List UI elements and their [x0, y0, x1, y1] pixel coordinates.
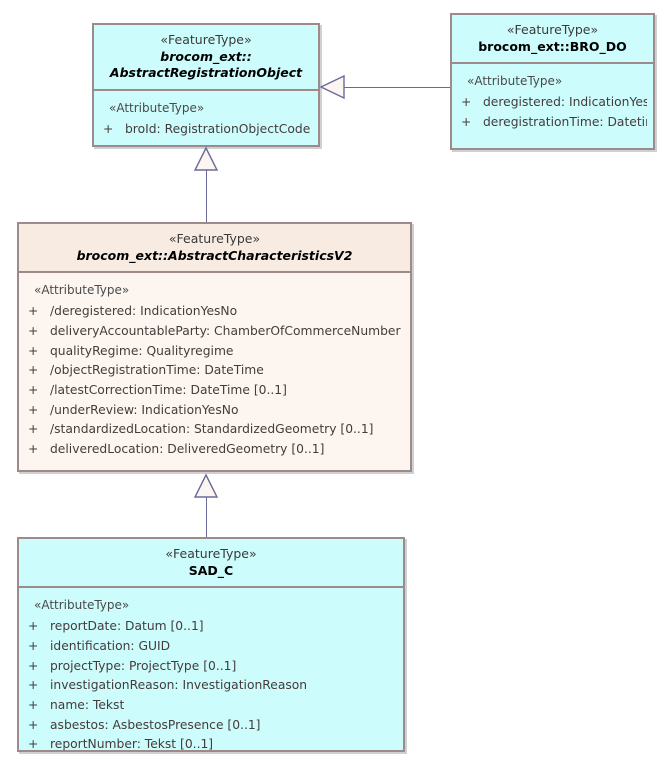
attribute-text: /latestCorrectionTime: DateTime [0..1]	[50, 383, 287, 398]
attribute-text: projectType: ProjectType [0..1]	[50, 658, 237, 673]
attribute-row: + investigationReason: InvestigationReas…	[25, 676, 397, 696]
attribute-text: reportNumber: Tekst [0..1]	[50, 737, 214, 752]
attribute-text: investigationReason: InvestigationReason	[50, 678, 308, 693]
attribute-row: + deregistered: IndicationYesNo	[458, 93, 647, 113]
attribute-text: deliveredLocation: DeliveredGeometry [0.…	[50, 442, 325, 457]
class-body-abstract-characteristics-v2: «AttributeType» + /deregistered: Indicat…	[19, 273, 410, 468]
attribute-row: + projectType: ProjectType [0..1]	[25, 657, 397, 677]
class-name-label: SAD_C	[188, 562, 234, 578]
attribute-visibility: +	[28, 717, 39, 732]
attribute-visibility: +	[28, 383, 39, 398]
class-name-label: brocom_ext:: AbstractRegistrationObject	[109, 48, 303, 81]
attribute-text: name: Tekst	[50, 698, 125, 713]
attribute-row: + broId: RegistrationObjectCode {id}	[100, 120, 312, 140]
attribute-text: deregistered: IndicationYesNo	[483, 95, 647, 110]
class-sad-c[interactable]: «FeatureType» SAD_C «AttributeType» + re…	[17, 537, 405, 752]
attribute-list: + /deregistered: IndicationYesNo + deliv…	[25, 302, 404, 459]
attribute-row: + /underReview: IndicationYesNo	[25, 401, 404, 421]
class-abstract-characteristics-v2[interactable]: «FeatureType» brocom_ext::AbstractCharac…	[17, 222, 412, 472]
stereotype-label: «FeatureType»	[165, 546, 257, 561]
generalization-line-sadc-to-ac2	[206, 496, 207, 537]
attribute-visibility: +	[28, 304, 39, 319]
attribute-row: + asbestos: AsbestosPresence [0..1]	[25, 716, 397, 736]
class-body-abstract-registration-object: «AttributeType» + broId: RegistrationObj…	[94, 91, 318, 148]
attribute-list: + deregistered: IndicationYesNo + deregi…	[458, 93, 647, 132]
compartment-label-attributetype: «AttributeType»	[34, 598, 130, 612]
attribute-visibility: +	[461, 95, 472, 110]
attribute-visibility: +	[28, 678, 39, 693]
attribute-text: /standardizedLocation: StandardizedGeome…	[50, 422, 374, 437]
attribute-text: deregistrationTime: Datetime	[483, 115, 647, 130]
generalization-line-brodo-to-aro	[343, 87, 450, 88]
attribute-text: /underReview: IndicationYesNo	[50, 402, 239, 417]
compartment-label-attributetype: «AttributeType»	[109, 100, 205, 115]
attribute-visibility: +	[28, 442, 39, 457]
attribute-visibility: +	[28, 658, 39, 673]
class-name-label: brocom_ext::AbstractCharacteristicsV2	[76, 247, 353, 263]
attribute-text: qualityRegime: Qualityregime	[50, 343, 234, 358]
attribute-visibility: +	[28, 422, 39, 437]
attribute-visibility: +	[103, 121, 114, 136]
class-body-sad-c: «AttributeType» + reportDate: Datum [0..…	[19, 588, 403, 763]
attribute-visibility: +	[28, 402, 39, 417]
attribute-text: asbestos: AsbestosPresence [0..1]	[50, 717, 261, 732]
stereotype-label: «FeatureType»	[506, 22, 599, 37]
attribute-list: + broId: RegistrationObjectCode {id}	[100, 120, 312, 140]
attribute-visibility: +	[28, 737, 39, 752]
attribute-visibility: +	[461, 115, 472, 130]
attribute-row: + reportNumber: Tekst [0..1]	[25, 735, 397, 755]
attribute-row: + identification: GUID	[25, 637, 397, 657]
attribute-text: /deregistered: IndicationYesNo	[50, 304, 238, 319]
attribute-row: + /latestCorrectionTime: DateTime [0..1]	[25, 381, 404, 401]
class-abstract-registration-object[interactable]: «FeatureType» brocom_ext:: AbstractRegis…	[92, 23, 320, 147]
generalization-line-ac2-to-aro	[206, 168, 207, 222]
class-name-label: brocom_ext::BRO_DO	[478, 38, 627, 54]
attribute-row: + deliveryAccountableParty: ChamberOfCom…	[25, 322, 404, 342]
attribute-row: + deliveredLocation: DeliveredGeometry […	[25, 440, 404, 460]
attribute-visibility: +	[28, 698, 39, 713]
class-header-abstract-characteristics-v2: «FeatureType» brocom_ext::AbstractCharac…	[19, 224, 410, 273]
stereotype-label: «FeatureType»	[160, 32, 252, 47]
attribute-row: + qualityRegime: Qualityregime	[25, 342, 404, 362]
attribute-visibility: +	[28, 363, 39, 378]
attribute-text: deliveryAccountableParty: ChamberOfComme…	[50, 324, 404, 339]
compartment-label-attributetype: «AttributeType»	[34, 283, 130, 297]
attribute-row: + /standardizedLocation: StandardizedGeo…	[25, 420, 404, 440]
attribute-visibility: +	[28, 343, 39, 358]
class-bro-do[interactable]: «FeatureType» brocom_ext::BRO_DO «Attrib…	[450, 13, 655, 150]
stereotype-label: «FeatureType»	[168, 231, 261, 246]
attribute-text: /objectRegistrationTime: DateTime	[50, 363, 264, 378]
attribute-visibility: +	[28, 324, 39, 339]
attribute-row: + /deregistered: IndicationYesNo	[25, 302, 404, 322]
attribute-text: identification: GUID	[50, 639, 171, 654]
class-header-sad-c: «FeatureType» SAD_C	[19, 539, 403, 588]
attribute-list: + reportDate: Datum [0..1] + identificat…	[25, 617, 397, 755]
attribute-text: broId: RegistrationObjectCode {id}	[125, 121, 312, 136]
attribute-text: reportDate: Datum [0..1]	[50, 619, 204, 634]
attribute-row: + name: Tekst	[25, 696, 397, 716]
attribute-visibility: +	[28, 619, 39, 634]
class-body-bro-do: «AttributeType» + deregistered: Indicati…	[452, 64, 653, 141]
class-header-abstract-registration-object: «FeatureType» brocom_ext:: AbstractRegis…	[94, 25, 318, 91]
attribute-row: + reportDate: Datum [0..1]	[25, 617, 397, 637]
compartment-label-attributetype: «AttributeType»	[467, 74, 563, 88]
attribute-row: + deregistrationTime: Datetime	[458, 113, 647, 133]
attribute-visibility: +	[28, 639, 39, 654]
class-header-bro-do: «FeatureType» brocom_ext::BRO_DO	[452, 15, 653, 64]
attribute-row: + /objectRegistrationTime: DateTime	[25, 361, 404, 381]
